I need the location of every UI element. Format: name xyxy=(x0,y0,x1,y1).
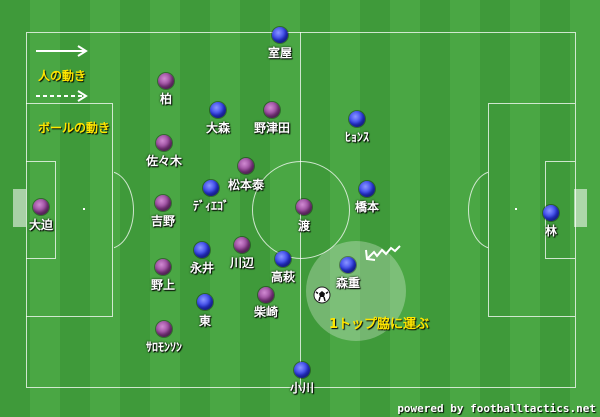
player-blue-takahagi xyxy=(275,251,291,267)
player-purple-shibasaki xyxy=(258,287,274,303)
right-penalty-spot xyxy=(515,208,517,210)
player-label-hyonsu: ﾋｮﾝｽ xyxy=(344,130,370,144)
right-goal xyxy=(574,189,587,227)
left-penalty-spot xyxy=(83,208,85,210)
player-label-kawabe: 川辺 xyxy=(229,256,255,270)
player-blue-azuma xyxy=(197,294,213,310)
player-label-hayashi: 林 xyxy=(544,224,558,238)
player-blue-omori xyxy=(210,102,226,118)
centre-circle xyxy=(252,161,350,259)
player-label-kogawa: 小川 xyxy=(289,381,315,395)
player-blue-muroya xyxy=(272,27,288,43)
player-label-watari: 渡 xyxy=(297,219,311,233)
soccer-ball-icon xyxy=(313,286,331,304)
player-purple-matsumoto xyxy=(238,158,254,174)
player-purple-salomonsson xyxy=(156,321,172,337)
player-purple-kawabe xyxy=(234,237,250,253)
player-purple-nozuda xyxy=(264,102,280,118)
player-blue-hyonsu xyxy=(349,111,365,127)
solid-arrow-icon xyxy=(36,45,88,57)
player-purple-nogami xyxy=(155,259,171,275)
player-purple-sasaki xyxy=(156,135,172,151)
player-label-osako: 大迫 xyxy=(28,218,54,232)
player-blue-morishige xyxy=(340,257,356,273)
player-label-nagai: 永井 xyxy=(189,261,215,275)
player-label-nozuda: 野津田 xyxy=(253,121,291,135)
legend-ball-move: ボールの動き xyxy=(38,121,111,135)
player-blue-nagai xyxy=(194,242,210,258)
player-blue-diego xyxy=(203,180,219,196)
player-label-matsumoto: 松本泰 xyxy=(227,178,265,192)
player-blue-hashimoto xyxy=(359,181,375,197)
player-label-nogami: 野上 xyxy=(150,278,176,292)
dashed-arrow-icon xyxy=(36,90,88,102)
player-label-yoshino: 吉野 xyxy=(150,214,176,228)
player-purple-kashiwa xyxy=(158,73,174,89)
player-blue-kogawa xyxy=(294,362,310,378)
left-goal xyxy=(13,189,26,227)
legend-player-move: 人の動き xyxy=(38,69,87,83)
left-penalty-area xyxy=(26,103,113,317)
credit-text: powered by footballtactics.net xyxy=(397,402,596,415)
player-label-omori: 大森 xyxy=(205,121,231,135)
player-purple-yoshino xyxy=(155,195,171,211)
player-purple-watari xyxy=(296,199,312,215)
player-label-kashiwa: 柏 xyxy=(159,92,173,106)
player-label-diego: ﾃﾞｨｴｺﾞ xyxy=(192,199,230,213)
player-blue-hayashi xyxy=(543,205,559,221)
right-penalty-area xyxy=(488,103,575,317)
player-label-sasaki: 佐々木 xyxy=(145,154,183,168)
left-goal-area xyxy=(26,161,56,259)
player-label-morishige: 森重 xyxy=(335,276,361,290)
annotation-text: 1トップ脇に運ぶ xyxy=(329,317,430,332)
player-purple-osako xyxy=(33,199,49,215)
player-label-shibasaki: 柴崎 xyxy=(253,305,279,319)
player-label-muroya: 室屋 xyxy=(267,46,293,60)
squiggle-arrow-icon xyxy=(365,245,401,261)
player-label-hashimoto: 橋本 xyxy=(354,200,380,214)
player-label-azuma: 東 xyxy=(198,314,212,328)
player-label-takahagi: 高萩 xyxy=(270,270,296,284)
player-label-salomonsson: ｻﾛﾓﾝｿﾝ xyxy=(145,340,183,354)
